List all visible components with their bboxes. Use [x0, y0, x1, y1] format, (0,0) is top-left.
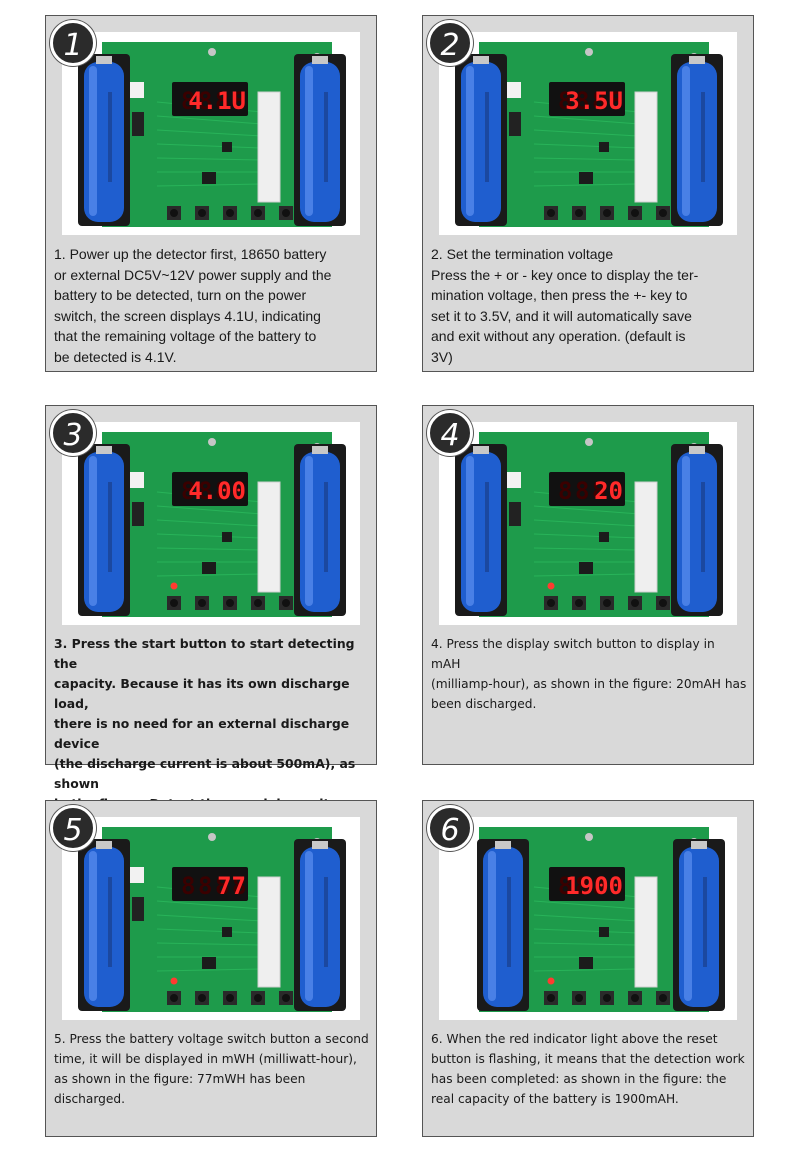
battery-left: [477, 839, 529, 1011]
battery-left: [78, 54, 130, 226]
svg-text:8: 8: [215, 872, 229, 900]
step-number-badge: 6: [427, 805, 473, 851]
svg-text:8: 8: [558, 872, 572, 900]
svg-text:8: 8: [575, 477, 589, 505]
power-switch: [132, 897, 144, 921]
svg-text:8: 8: [215, 87, 229, 115]
step-number-badge: 4: [427, 410, 473, 456]
svg-text:8: 8: [592, 872, 606, 900]
svg-text:8: 8: [232, 477, 246, 505]
svg-text:8: 8: [592, 477, 606, 505]
display-readout: 4.00: [188, 477, 246, 505]
power-connector: [507, 472, 521, 488]
svg-text:8: 8: [575, 872, 589, 900]
power-connector: [507, 82, 521, 98]
svg-text:8: 8: [232, 872, 246, 900]
battery-left: [78, 444, 130, 616]
svg-text:8: 8: [609, 477, 623, 505]
power-connector: [130, 867, 144, 883]
svg-text:8: 8: [198, 477, 212, 505]
battery-right: [294, 839, 346, 1011]
svg-text:8: 8: [558, 477, 572, 505]
battery-left: [455, 444, 507, 616]
display-readout: 4.1U: [188, 87, 246, 115]
power-switch: [509, 502, 521, 526]
step-caption: 2. Set the termination voltage Press the…: [431, 246, 699, 365]
battery-left: [455, 54, 507, 226]
svg-text:8: 8: [198, 87, 212, 115]
indicator-led: [170, 582, 178, 590]
power-switch: [132, 112, 144, 136]
battery-right: [671, 54, 723, 226]
load-resistor: [257, 91, 281, 203]
load-resistor: [634, 876, 658, 988]
display-readout: 20: [594, 477, 623, 505]
battery-left: [78, 839, 130, 1011]
svg-text:8: 8: [609, 87, 623, 115]
step-caption: 4. Press the display switch button to di…: [431, 637, 747, 711]
svg-text:8: 8: [558, 87, 572, 115]
indicator-led: [170, 977, 178, 985]
svg-text:8: 8: [198, 872, 212, 900]
svg-text:8: 8: [592, 87, 606, 115]
load-resistor: [634, 481, 658, 593]
battery-right: [671, 444, 723, 616]
svg-text:8: 8: [181, 87, 195, 115]
step-number-badge: 1: [50, 20, 96, 66]
step-number-badge: 5: [50, 805, 96, 851]
display-readout: 3.5U: [565, 87, 623, 115]
step-caption: 5. Press the battery voltage switch butt…: [54, 1032, 369, 1106]
power-connector: [130, 82, 144, 98]
load-resistor: [257, 876, 281, 988]
step-number-badge: 2: [427, 20, 473, 66]
svg-text:8: 8: [609, 872, 623, 900]
load-resistor: [257, 481, 281, 593]
battery-right: [294, 54, 346, 226]
power-switch: [509, 112, 521, 136]
power-connector: [130, 472, 144, 488]
svg-text:8: 8: [215, 477, 229, 505]
indicator-led: [547, 582, 555, 590]
battery-right: [294, 444, 346, 616]
load-resistor: [634, 91, 658, 203]
svg-text:8: 8: [575, 87, 589, 115]
power-switch: [132, 502, 144, 526]
battery-right: [673, 839, 725, 1011]
indicator-led: [547, 977, 555, 985]
display-readout: 1900: [565, 872, 623, 900]
display-readout: 77: [217, 872, 246, 900]
svg-text:8: 8: [232, 87, 246, 115]
svg-text:8: 8: [181, 872, 195, 900]
svg-text:8: 8: [181, 477, 195, 505]
step-caption: 6. When the red indicator light above th…: [431, 1032, 745, 1106]
step-caption: 1. Power up the detector first, 18650 ba…: [54, 246, 332, 365]
step-number-badge: 3: [50, 410, 96, 456]
